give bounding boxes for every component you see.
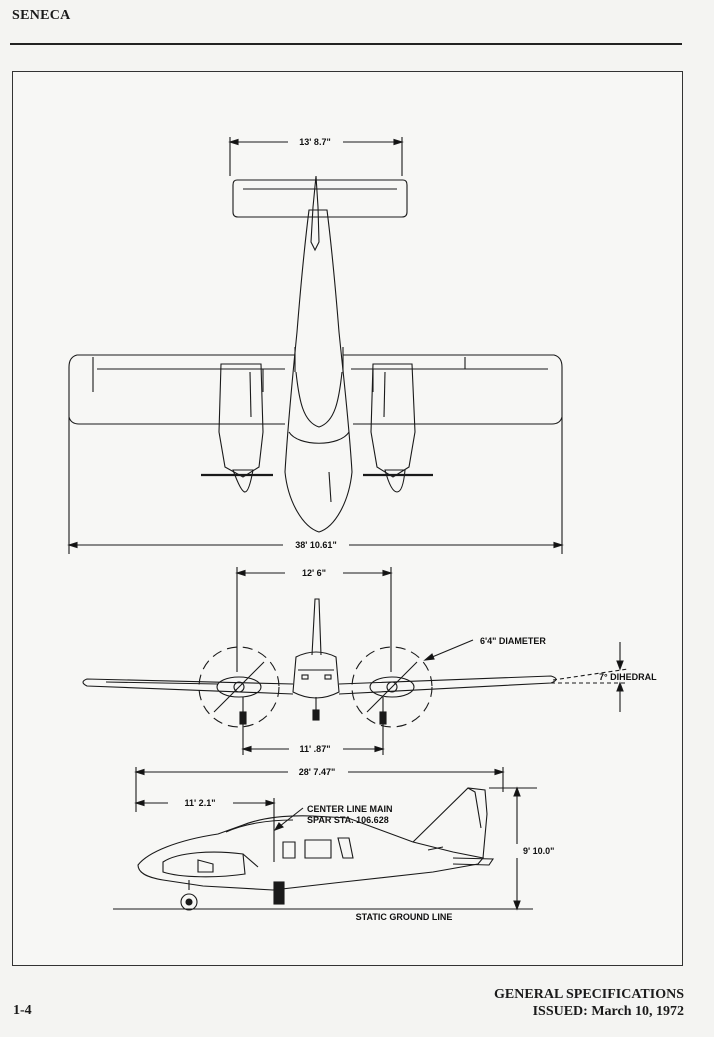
spar-label-line2: SPAR STA. 106.628 — [307, 815, 389, 825]
section-title: GENERAL SPECIFICATIONS — [494, 987, 684, 1002]
top-view: 13' 8.7" — [67, 137, 564, 554]
spar-label-line1: CENTER LINE MAIN — [307, 804, 393, 814]
main-gear-track-label: 11' .87" — [300, 744, 331, 754]
footer-section-info: GENERAL SPECIFICATIONS ISSUED: March 10,… — [494, 986, 684, 1020]
issued-date: ISSUED: March 10, 1972 — [532, 1004, 684, 1019]
prop-diameter-label: 6'4" DIAMETER — [480, 636, 546, 646]
height-label: 9' 10.0" — [523, 846, 554, 856]
ground-line-label: STATIC GROUND LINE — [356, 912, 453, 922]
header-rule — [10, 43, 682, 45]
dihedral-label: 7° DIHEDRAL — [599, 672, 657, 682]
wing-span-label: 38' 10.61" — [295, 540, 336, 550]
front-view: 12' 6" — [82, 567, 657, 755]
three-view-drawing-frame: 13' 8.7" — [12, 71, 683, 966]
page-number: 1-4 — [13, 1003, 32, 1018]
engine-spacing-label: 12' 6" — [302, 568, 326, 578]
side-view: 28' 7.47" 11' 2.1" CENTER LINE MAIN SPAR… — [113, 767, 554, 922]
page-header-title: SENECA — [12, 8, 71, 23]
aircraft-three-view-drawing: 13' 8.7" — [67, 137, 657, 922]
overall-length-label: 28' 7.47" — [299, 767, 335, 777]
stabilator-span-label: 13' 8.7" — [299, 137, 330, 147]
nose-to-spar-label: 11' 2.1" — [185, 798, 216, 808]
